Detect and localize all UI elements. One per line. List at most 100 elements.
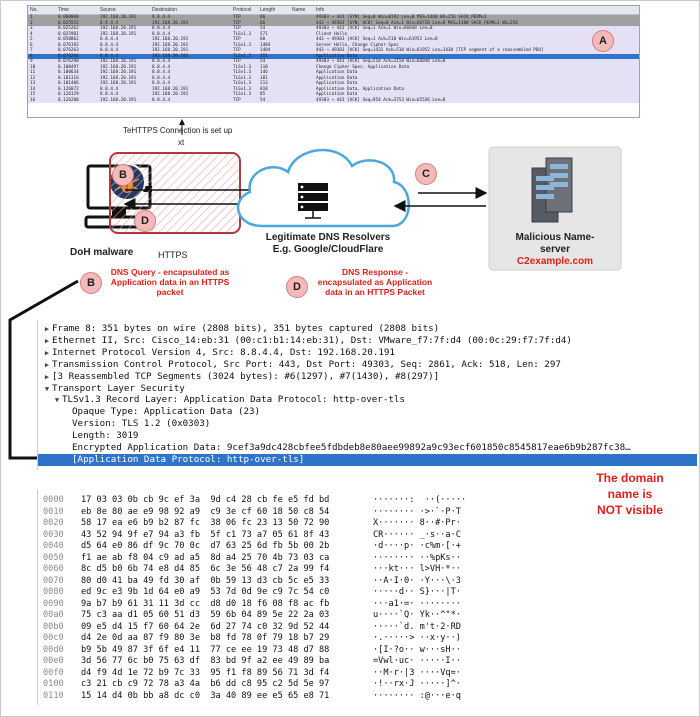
packet-cell-len: 181 bbox=[260, 75, 268, 81]
packet-cell-src: 8.8.4.4 bbox=[100, 20, 119, 26]
packet-cell-no: 10 bbox=[30, 64, 36, 70]
detail-row[interactable]: ▶Frame 8: 351 bytes on wire (2808 bits),… bbox=[38, 323, 697, 335]
expanded-arrow-icon[interactable]: ▼ bbox=[54, 396, 60, 405]
detail-row-text: Ethernet II, Src: Cisco_14:eb:31 (00:c1:… bbox=[52, 334, 572, 346]
collapsed-arrow-icon[interactable]: ▶ bbox=[44, 336, 50, 345]
badge-d-top: D bbox=[134, 210, 156, 232]
col-header-time[interactable]: Time bbox=[58, 7, 69, 13]
packet-cell-proto: TLSv1.3 bbox=[233, 92, 252, 97]
hex-bytes: ed 9c e3 9b 1d 64 e0 a9 53 7d 0d 9e c9 7… bbox=[81, 587, 330, 597]
https-label: HTTPS bbox=[158, 250, 188, 260]
packet-cell-time: 0.025901 bbox=[58, 31, 79, 37]
col-header-length[interactable]: Length bbox=[260, 7, 276, 13]
packet-cell-src: 192.168.20.191 bbox=[100, 59, 137, 64]
col-header-name[interactable]: Name bbox=[292, 7, 306, 13]
packet-cell-proto: TCP bbox=[233, 26, 241, 31]
packet-cell-info: Application Data bbox=[316, 53, 358, 59]
hex-offset: 00e0 bbox=[43, 656, 64, 666]
detail-row[interactable]: ▶Internet Protocol Version 4, Src: 8.8.4… bbox=[38, 347, 697, 359]
hex-bytes: 9a b7 b9 61 31 11 3d cc d8 d0 18 f6 08 f… bbox=[81, 598, 330, 609]
col-header-source[interactable]: Source bbox=[100, 7, 116, 13]
detail-row[interactable]: ▶Transmission Control Protocol, Src Port… bbox=[38, 359, 697, 371]
detail-row-selected[interactable]: [Application Data Protocol: http-over-tl… bbox=[38, 453, 697, 466]
packet-cell-no: 7 bbox=[30, 48, 33, 53]
packet-cell-src: 192.168.20.191 bbox=[100, 15, 137, 20]
packet-cell-dst: 8.8.4.4 bbox=[152, 75, 171, 81]
hex-row[interactable]: 0080 ed 9c e3 9b 1d 64 e0 a9 53 7d 0d 9e … bbox=[43, 587, 461, 598]
collapsed-arrow-icon[interactable]: ▶ bbox=[44, 348, 50, 357]
packet-cell-no: 11 bbox=[30, 70, 36, 75]
hex-bytes: d4 2e 0d aa 87 f9 80 3e b8 fd 78 0f 79 1… bbox=[81, 633, 330, 643]
packet-cell-dst: 8.8.4.4 bbox=[152, 31, 171, 37]
detail-row[interactable]: ▼Transport Layer Security bbox=[38, 383, 697, 395]
packet-cell-time: 0.076290 bbox=[58, 59, 79, 64]
col-header-destination[interactable]: Destination bbox=[152, 7, 178, 13]
detail-row[interactable]: ▼TLSv1.3 Record Layer: Application Data … bbox=[38, 394, 697, 406]
col-header-protocol[interactable]: Protocol bbox=[233, 7, 252, 13]
detail-row[interactable]: Version: TLS 1.2 (0x0303) bbox=[38, 418, 697, 430]
detail-row-text: Encrypted Application Data: 9cef3a9dc428… bbox=[72, 442, 631, 453]
detail-row[interactable]: Opaque Type: Application Data (23) bbox=[38, 406, 697, 418]
collapsed-arrow-icon[interactable]: ▶ bbox=[44, 360, 50, 369]
detail-row[interactable]: ▶[3 Reassembled TCP Segments (3024 bytes… bbox=[38, 371, 697, 383]
hex-ascii: ···kt··· l>VH·*·· bbox=[373, 564, 461, 574]
hex-offset: 0000 bbox=[43, 495, 64, 505]
collapsed-arrow-icon[interactable]: ▶ bbox=[44, 325, 50, 333]
packet-cell-src: 8.8.4.4 bbox=[100, 48, 119, 53]
connection-label-xt: xt bbox=[178, 138, 185, 147]
detail-row[interactable]: Encrypted Application Data: 9cef3a9dc428… bbox=[38, 442, 697, 454]
hex-bytes: d5 64 e0 86 df 9c 70 0c d7 63 25 6d fb 5… bbox=[81, 541, 330, 551]
hex-offset: 0080 bbox=[43, 587, 64, 597]
col-header-info[interactable]: Info bbox=[316, 7, 325, 13]
hex-ascii: ·!··rx·J ·····]^· bbox=[373, 679, 461, 689]
detail-row[interactable]: Length: 3019 bbox=[38, 430, 697, 442]
packet-cell-dst: 8.8.4.4 bbox=[152, 81, 171, 86]
collapsed-arrow-icon[interactable]: ▶ bbox=[44, 372, 50, 381]
hex-bytes: 58 17 ea e6 b9 b2 87 fc 38 06 fc 23 13 5… bbox=[81, 518, 330, 528]
packet-cell-len: 54 bbox=[260, 26, 266, 31]
expanded-arrow-icon[interactable]: ▼ bbox=[44, 384, 50, 393]
packet-cell-dst: 8.8.4.4 bbox=[152, 15, 171, 20]
hex-ascii: ··A·I·0· ·Y···\·3 bbox=[373, 575, 461, 586]
packet-cell-time: 0.100634 bbox=[58, 70, 79, 75]
detail-row[interactable]: ▶Ethernet II, Src: Cisco_14:eb:31 (00:c1… bbox=[38, 335, 697, 347]
packet-cell-info: Client Hello bbox=[316, 31, 348, 37]
col-header-no[interactable]: No. bbox=[30, 7, 38, 13]
packet-cell-proto: TLSv1.3 bbox=[233, 42, 252, 48]
packet-cell-dst: 192.168.20.191 bbox=[152, 42, 189, 48]
hex-ascii: ········ ··%pKs·· bbox=[373, 552, 461, 563]
